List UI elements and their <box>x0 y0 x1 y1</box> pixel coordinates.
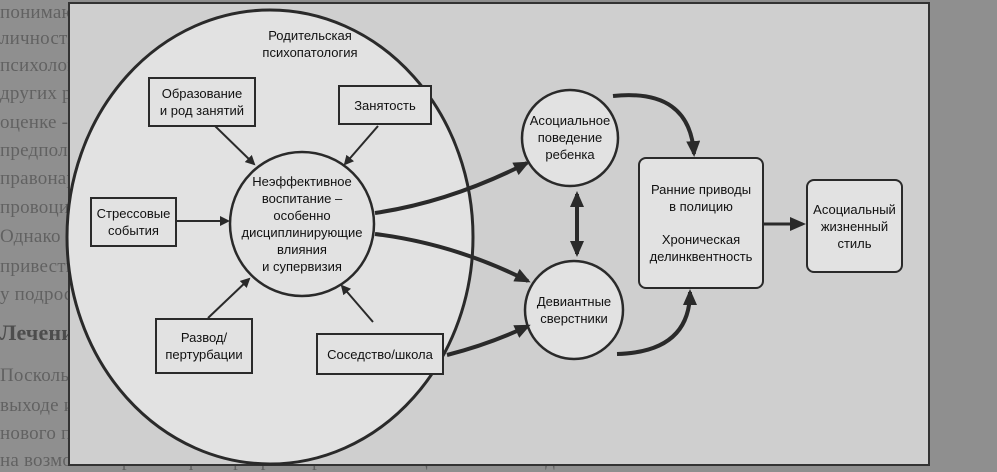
center-line5: влияния <box>277 242 327 257</box>
stress-line1: Стрессовые <box>96 206 171 221</box>
center-circle <box>228 150 376 298</box>
center-line6: и супервизия <box>262 259 342 274</box>
outer-title-line2: психопатология <box>262 45 358 60</box>
lifestyle-line1: Асоциальный <box>813 201 896 217</box>
center-line2: воспитание – <box>261 191 343 206</box>
divorce-box: Развод/ пертурбации <box>155 318 253 374</box>
arrow-deviant-peers-to-arrests <box>616 289 697 356</box>
education-box: Образование и род занятий <box>148 77 256 127</box>
antisocial-child-line3: ребенка <box>545 146 595 162</box>
stress-line2: события <box>108 223 159 238</box>
employment-box: Занятость <box>338 85 432 125</box>
neighborhood-box: Соседство/школа <box>316 333 444 375</box>
arrests-line1: Ранние приводы <box>650 182 752 197</box>
lifestyle-box: Асоциальный жизненный стиль <box>806 179 903 273</box>
deviant-peers-line2: сверстники <box>540 311 608 326</box>
arrow-divorce-to-center <box>207 277 251 319</box>
arrow-center-to-deviant-peers <box>374 232 531 283</box>
arrow-education-to-center <box>214 125 256 166</box>
deviant-peers-circle <box>523 259 625 361</box>
arrow-neighborhood-to-deviant-peers <box>446 324 531 357</box>
center-line1: Неэффективное <box>252 174 352 189</box>
arrests-line2: в полицию <box>669 199 733 214</box>
arrow-employment-to-center <box>343 125 379 166</box>
center-line4: дисциплинирующие <box>241 225 363 240</box>
outer-circle-title: Родительская психопатология <box>245 24 375 64</box>
employment-label: Занятость <box>354 97 416 113</box>
center-line3: особенно <box>273 208 331 223</box>
neighborhood-label: Соседство/школа <box>327 346 433 362</box>
antisocial-child-text: Асоциальное поведение ребенка <box>522 106 618 168</box>
arrests-line3: Хроническая <box>661 232 741 247</box>
arrow-center-to-antisocial-child <box>374 161 530 215</box>
antisocial-child-line1: Асоциальное <box>529 112 611 128</box>
outer-title-line1: Родительская <box>268 28 352 43</box>
antisocial-child-line2: поведение <box>537 129 603 145</box>
lifestyle-line3: стиль <box>837 235 872 251</box>
education-line1: Образование <box>161 86 243 101</box>
arrow-antisocial-child-to-arrests <box>612 93 701 157</box>
stress-box: Стрессовые события <box>90 197 177 247</box>
divorce-line2: пертурбации <box>165 347 243 362</box>
antisocial-child-circle <box>520 88 620 188</box>
education-line2: и род занятий <box>159 103 245 118</box>
lifestyle-line2: жизненный <box>820 218 889 234</box>
arrests-spacer <box>650 215 753 231</box>
arrests-box: Ранние приводы в полицию Хроническая дел… <box>638 157 764 289</box>
deviant-peers-line1: Девиантные <box>536 294 612 309</box>
center-text: Неэффективное воспитание – особенно дисц… <box>230 165 374 283</box>
arrow-neighborhood-to-center <box>340 284 374 323</box>
divorce-line1: Развод/ <box>180 330 228 345</box>
arrests-line4: делинквентность <box>649 249 753 264</box>
deviant-peers-text: Девиантные сверстники <box>526 290 622 330</box>
